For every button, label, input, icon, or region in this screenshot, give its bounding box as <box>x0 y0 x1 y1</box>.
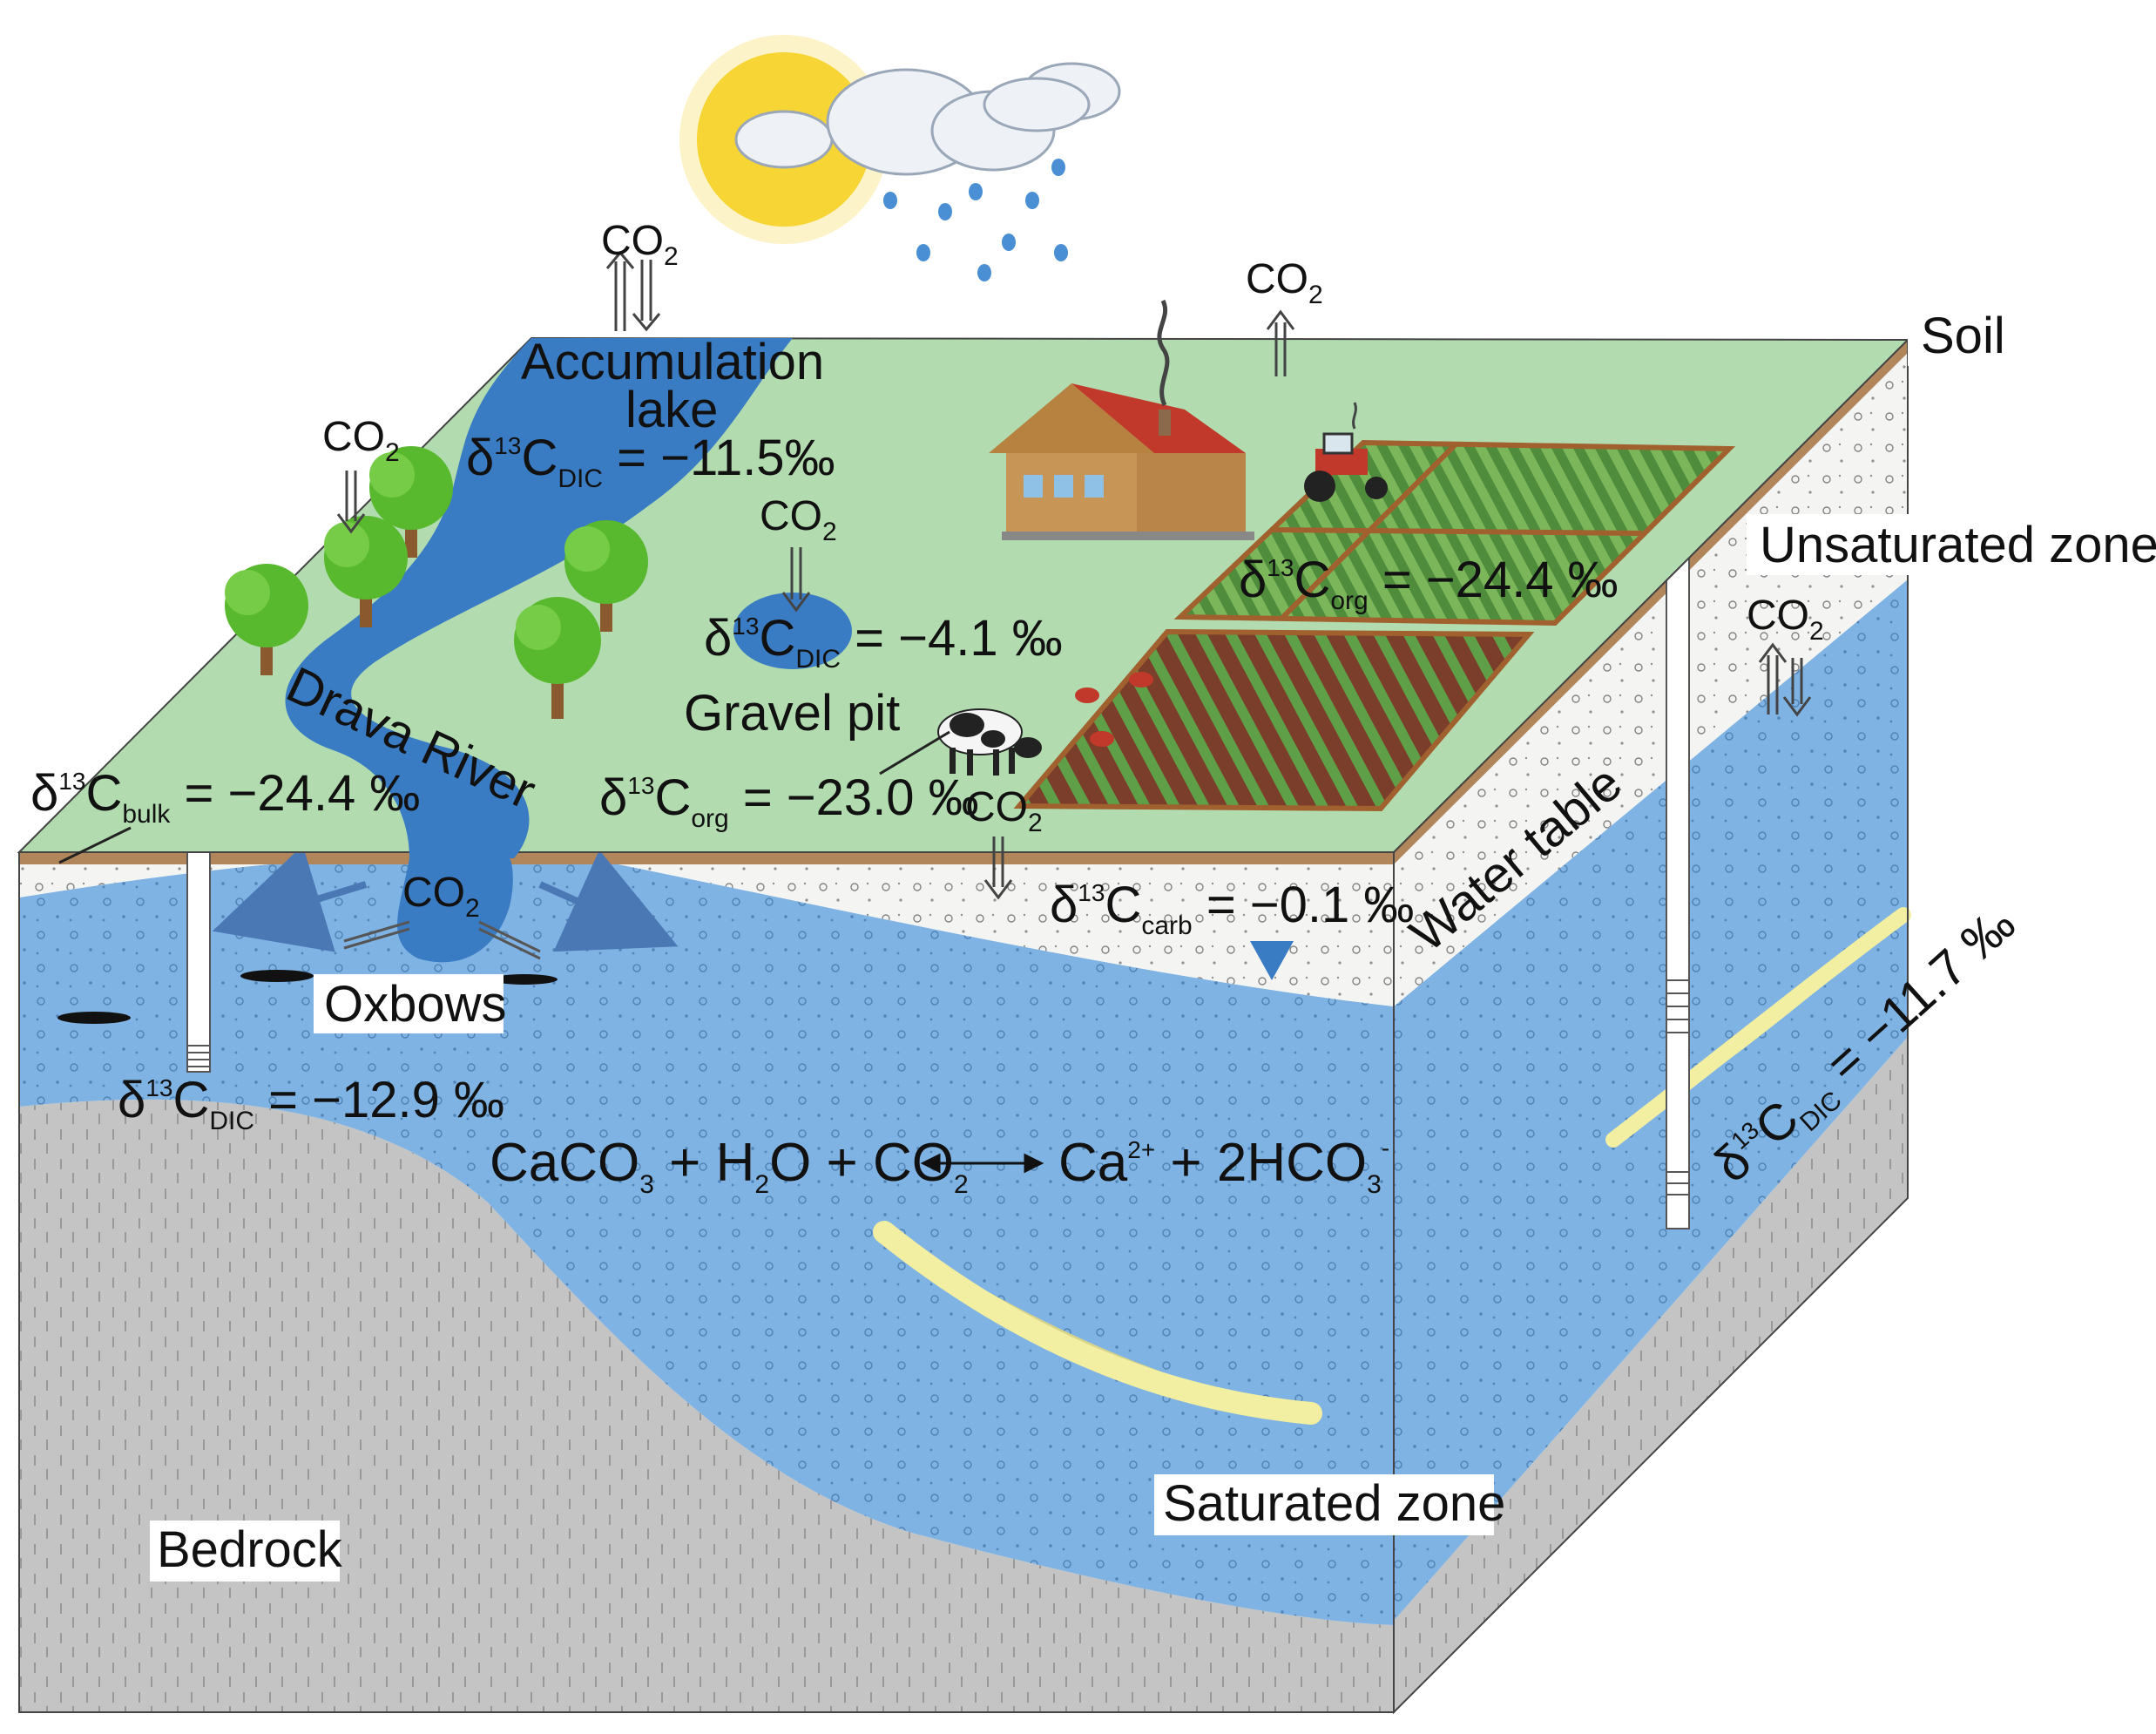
river-cross-section <box>397 858 513 963</box>
isotope-pasture: δ13Corg = −23.0 ‰ <box>599 769 979 833</box>
equilibrium-arrow <box>920 1153 1044 1174</box>
soil-label: Soil <box>1921 308 2005 364</box>
top-face <box>17 299 1910 858</box>
front-face <box>18 844 1395 1713</box>
tree <box>564 520 648 632</box>
co2-label-farm: CO2 <box>1246 256 1323 309</box>
saturated-zone-label: Saturated zone <box>1163 1475 1505 1532</box>
cow-icon <box>937 708 1042 776</box>
tree <box>369 446 453 558</box>
carbonate-equation-right: Ca2+ + 2HCO3- <box>1058 1133 1389 1199</box>
co2-arrows <box>336 250 1812 900</box>
tractor-icon <box>1304 402 1388 502</box>
trees <box>225 446 648 719</box>
tree <box>324 516 408 627</box>
co2-label-river: CO2 <box>402 870 480 923</box>
isotope-lake: δ13CDIC = −11.5‰ <box>466 430 835 493</box>
co2-label-trees: CO2 <box>322 414 400 467</box>
gravel-pit-label: Gravel pit <box>684 685 900 742</box>
isotope-bulk: δ13Cbulk = −24.4 ‰ <box>30 765 420 829</box>
drava-river <box>285 338 793 858</box>
cloud-icon <box>734 62 1121 176</box>
bedrock-label: Bedrock <box>157 1521 343 1578</box>
bulk-leader-line <box>58 826 132 864</box>
oxbow-2 <box>240 970 314 982</box>
co2-label-gravel-pit: CO2 <box>760 493 837 546</box>
isotope-well-left: δ13CDIC = −12.9 ‰ <box>118 1072 504 1135</box>
accumulation-lake-label-line2: lake <box>625 382 718 438</box>
oxbow-1 <box>57 1012 131 1024</box>
isotope-field: δ13Corg = −24.4 ‰ <box>1239 552 1619 615</box>
monitoring-well-right <box>1666 552 1690 1229</box>
oxbows-label: Oxbows <box>324 976 507 1033</box>
side-face <box>1393 337 1911 1715</box>
house-icon <box>989 299 1254 540</box>
co2-label-side: CO2 <box>1747 593 1824 646</box>
rain-icon <box>883 159 1068 281</box>
pasture-leader-line <box>879 730 950 776</box>
isotope-gravel-pit: δ13CDIC = −4.1 ‰ <box>704 610 1063 674</box>
water-table-marker <box>1250 941 1294 980</box>
carbonate-equation-left: CaCO3 + H2O + CO2 <box>490 1133 969 1199</box>
soil-layer <box>19 852 1394 864</box>
unsaturated-zone-label: Unsaturated zone <box>1760 517 2156 573</box>
isotope-carb: δ13Ccarb = −0.1 ‰ <box>1050 877 1414 940</box>
monitoring-well-left <box>186 844 211 1073</box>
chicken-icons <box>1075 672 1153 747</box>
tree <box>225 564 308 675</box>
tree <box>514 597 601 719</box>
field-upper-divider <box>1271 527 1643 536</box>
side-soil <box>1394 340 1908 864</box>
accumulation-lake-label-line1: Accumulation <box>521 334 824 390</box>
co2-label-lake: CO2 <box>601 218 679 271</box>
co2-label-soil: CO2 <box>965 784 1043 837</box>
oxbow-3 <box>491 974 558 985</box>
gravel-pit-pond <box>733 593 852 669</box>
